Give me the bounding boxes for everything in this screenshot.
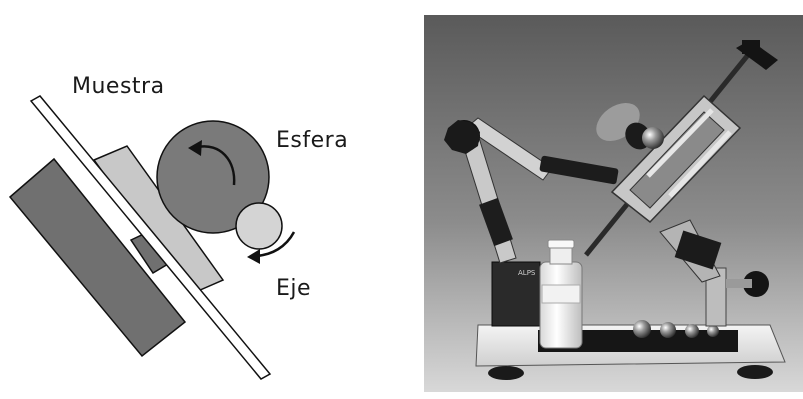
steel-ball-1 [633,320,651,338]
bottle-cap [548,240,574,248]
shaft-label: Eje [276,276,311,301]
sphere-label: Esfera [276,128,348,153]
bottle-label-band [542,285,580,303]
bottle-neck [550,246,572,264]
schematic-diagram: Muestra Esfera Eje [10,74,348,379]
base-foot-right [737,365,773,379]
shaft-wheel [236,203,282,249]
top-knob-cap [742,40,760,54]
test-ball [642,127,664,149]
base-foot-left [488,366,524,380]
steel-ball-4 [707,325,719,337]
apparatus-photo: ALPS [424,15,803,392]
sample-label: Muestra [72,74,165,99]
side-knob-stem [726,279,752,288]
steel-ball-3 [685,324,699,338]
steel-ball-2 [660,322,676,338]
magnetic-base-label: ALPS [518,269,536,277]
shaft-arrow-head [247,249,260,264]
bottle-body [540,262,582,348]
